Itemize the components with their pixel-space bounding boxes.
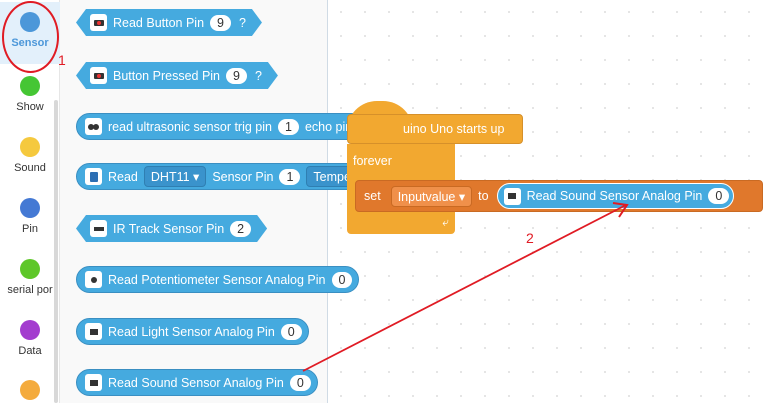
pin-input[interactable]: 9	[210, 15, 231, 31]
potentiometer-icon	[85, 271, 102, 288]
pin-input[interactable]: 0	[289, 374, 311, 391]
block-read-light-sensor[interactable]: Read Light Sensor Analog Pin 0	[76, 318, 309, 345]
category-scrollbar[interactable]	[54, 100, 58, 403]
block-read-ultrasonic[interactable]: read ultrasonic sensor trig pin 1 echo p…	[76, 113, 387, 140]
block-text: Button Pressed Pin	[113, 68, 221, 83]
category-serial-port[interactable]: serial por	[0, 259, 60, 296]
data-color-dot	[20, 320, 40, 340]
category-label: Data	[18, 345, 42, 357]
hat-block-arduino-start[interactable]: uino Uno starts up	[347, 114, 523, 144]
ultrasonic-sensor-icon	[85, 118, 102, 135]
trig-pin-input[interactable]: 1	[277, 118, 299, 135]
block-read-button-pin[interactable]: Read Button Pin 9 ?	[76, 9, 262, 36]
block-text: Read Potentiometer Sensor Analog Pin	[108, 272, 326, 287]
ir-sensor-icon	[90, 220, 107, 237]
category-pin[interactable]: Pin	[0, 198, 60, 235]
block-read-potentiometer[interactable]: Read Potentiometer Sensor Analog Pin 0	[76, 266, 360, 293]
annotation-label-1: 1	[58, 52, 66, 68]
to-label: to	[478, 189, 489, 203]
pin-color-dot	[20, 198, 40, 218]
pin-input[interactable]: 2	[230, 221, 251, 237]
category-label: Show	[16, 101, 44, 113]
button-sensor-icon	[90, 67, 107, 84]
block-suffix: ?	[239, 15, 246, 30]
button-sensor-icon	[90, 14, 107, 31]
block-text: Read	[108, 169, 138, 184]
category-show[interactable]: Show	[0, 76, 60, 113]
variable-dropdown[interactable]: Inputvalue ▾	[390, 185, 473, 207]
loop-arrow-icon: ⤶	[442, 215, 449, 229]
pin-input[interactable]: 0	[331, 271, 353, 288]
block-text: IR Track Sensor Pin	[113, 221, 225, 236]
category-data[interactable]: Data	[0, 320, 60, 357]
annotation-ellipse	[2, 1, 59, 73]
pin-input[interactable]: 0	[280, 323, 302, 340]
category-next[interactable]	[0, 380, 60, 400]
sound-color-dot	[20, 137, 40, 157]
block-text-2: Sensor Pin	[212, 169, 274, 184]
pin-input[interactable]: 1	[279, 168, 301, 185]
block-text: Read Button Pin	[113, 15, 205, 30]
nested-read-sound-sensor-block[interactable]: Read Sound Sensor Analog Pin 0	[496, 183, 735, 209]
light-sensor-icon	[85, 323, 102, 340]
category-label: Sound	[14, 162, 46, 174]
category-sound[interactable]: Sound	[0, 137, 60, 174]
sound-sensor-icon	[85, 374, 102, 391]
block-text: Read Sound Sensor Analog Pin	[108, 375, 284, 390]
block-text: Read Sound Sensor Analog Pin	[526, 189, 703, 203]
annotation-label-2: 2	[526, 230, 534, 246]
block-text: read ultrasonic sensor trig pin	[108, 119, 272, 134]
block-suffix: ?	[254, 68, 262, 83]
block-text: Read Light Sensor Analog Pin	[108, 324, 275, 339]
block-button-pressed-pin[interactable]: Button Pressed Pin 9 ?	[76, 62, 278, 89]
category-label: serial por	[7, 284, 53, 296]
hat-text: uino Uno starts up	[403, 122, 505, 136]
pin-input[interactable]: 0	[708, 188, 730, 204]
block-text-2: echo pin	[304, 119, 353, 134]
block-read-sound-sensor[interactable]: Read Sound Sensor Analog Pin 0	[76, 369, 318, 396]
set-variable-block[interactable]: set Inputvalue ▾ to Read Sound Sensor An…	[355, 180, 763, 212]
sound-sensor-icon	[503, 187, 521, 205]
dht-sensor-icon	[85, 168, 102, 185]
block-ir-track-sensor-pin[interactable]: IR Track Sensor Pin 2	[76, 215, 267, 242]
category-label: Pin	[22, 223, 38, 235]
forever-label: forever	[353, 154, 392, 168]
pin-input[interactable]: 9	[226, 68, 247, 84]
show-color-dot	[20, 76, 40, 96]
set-label: set	[364, 189, 381, 203]
next-color-dot	[20, 380, 40, 400]
dht-type-dropdown[interactable]: DHT11 ▾	[143, 166, 207, 187]
serial-port-color-dot	[20, 259, 40, 279]
